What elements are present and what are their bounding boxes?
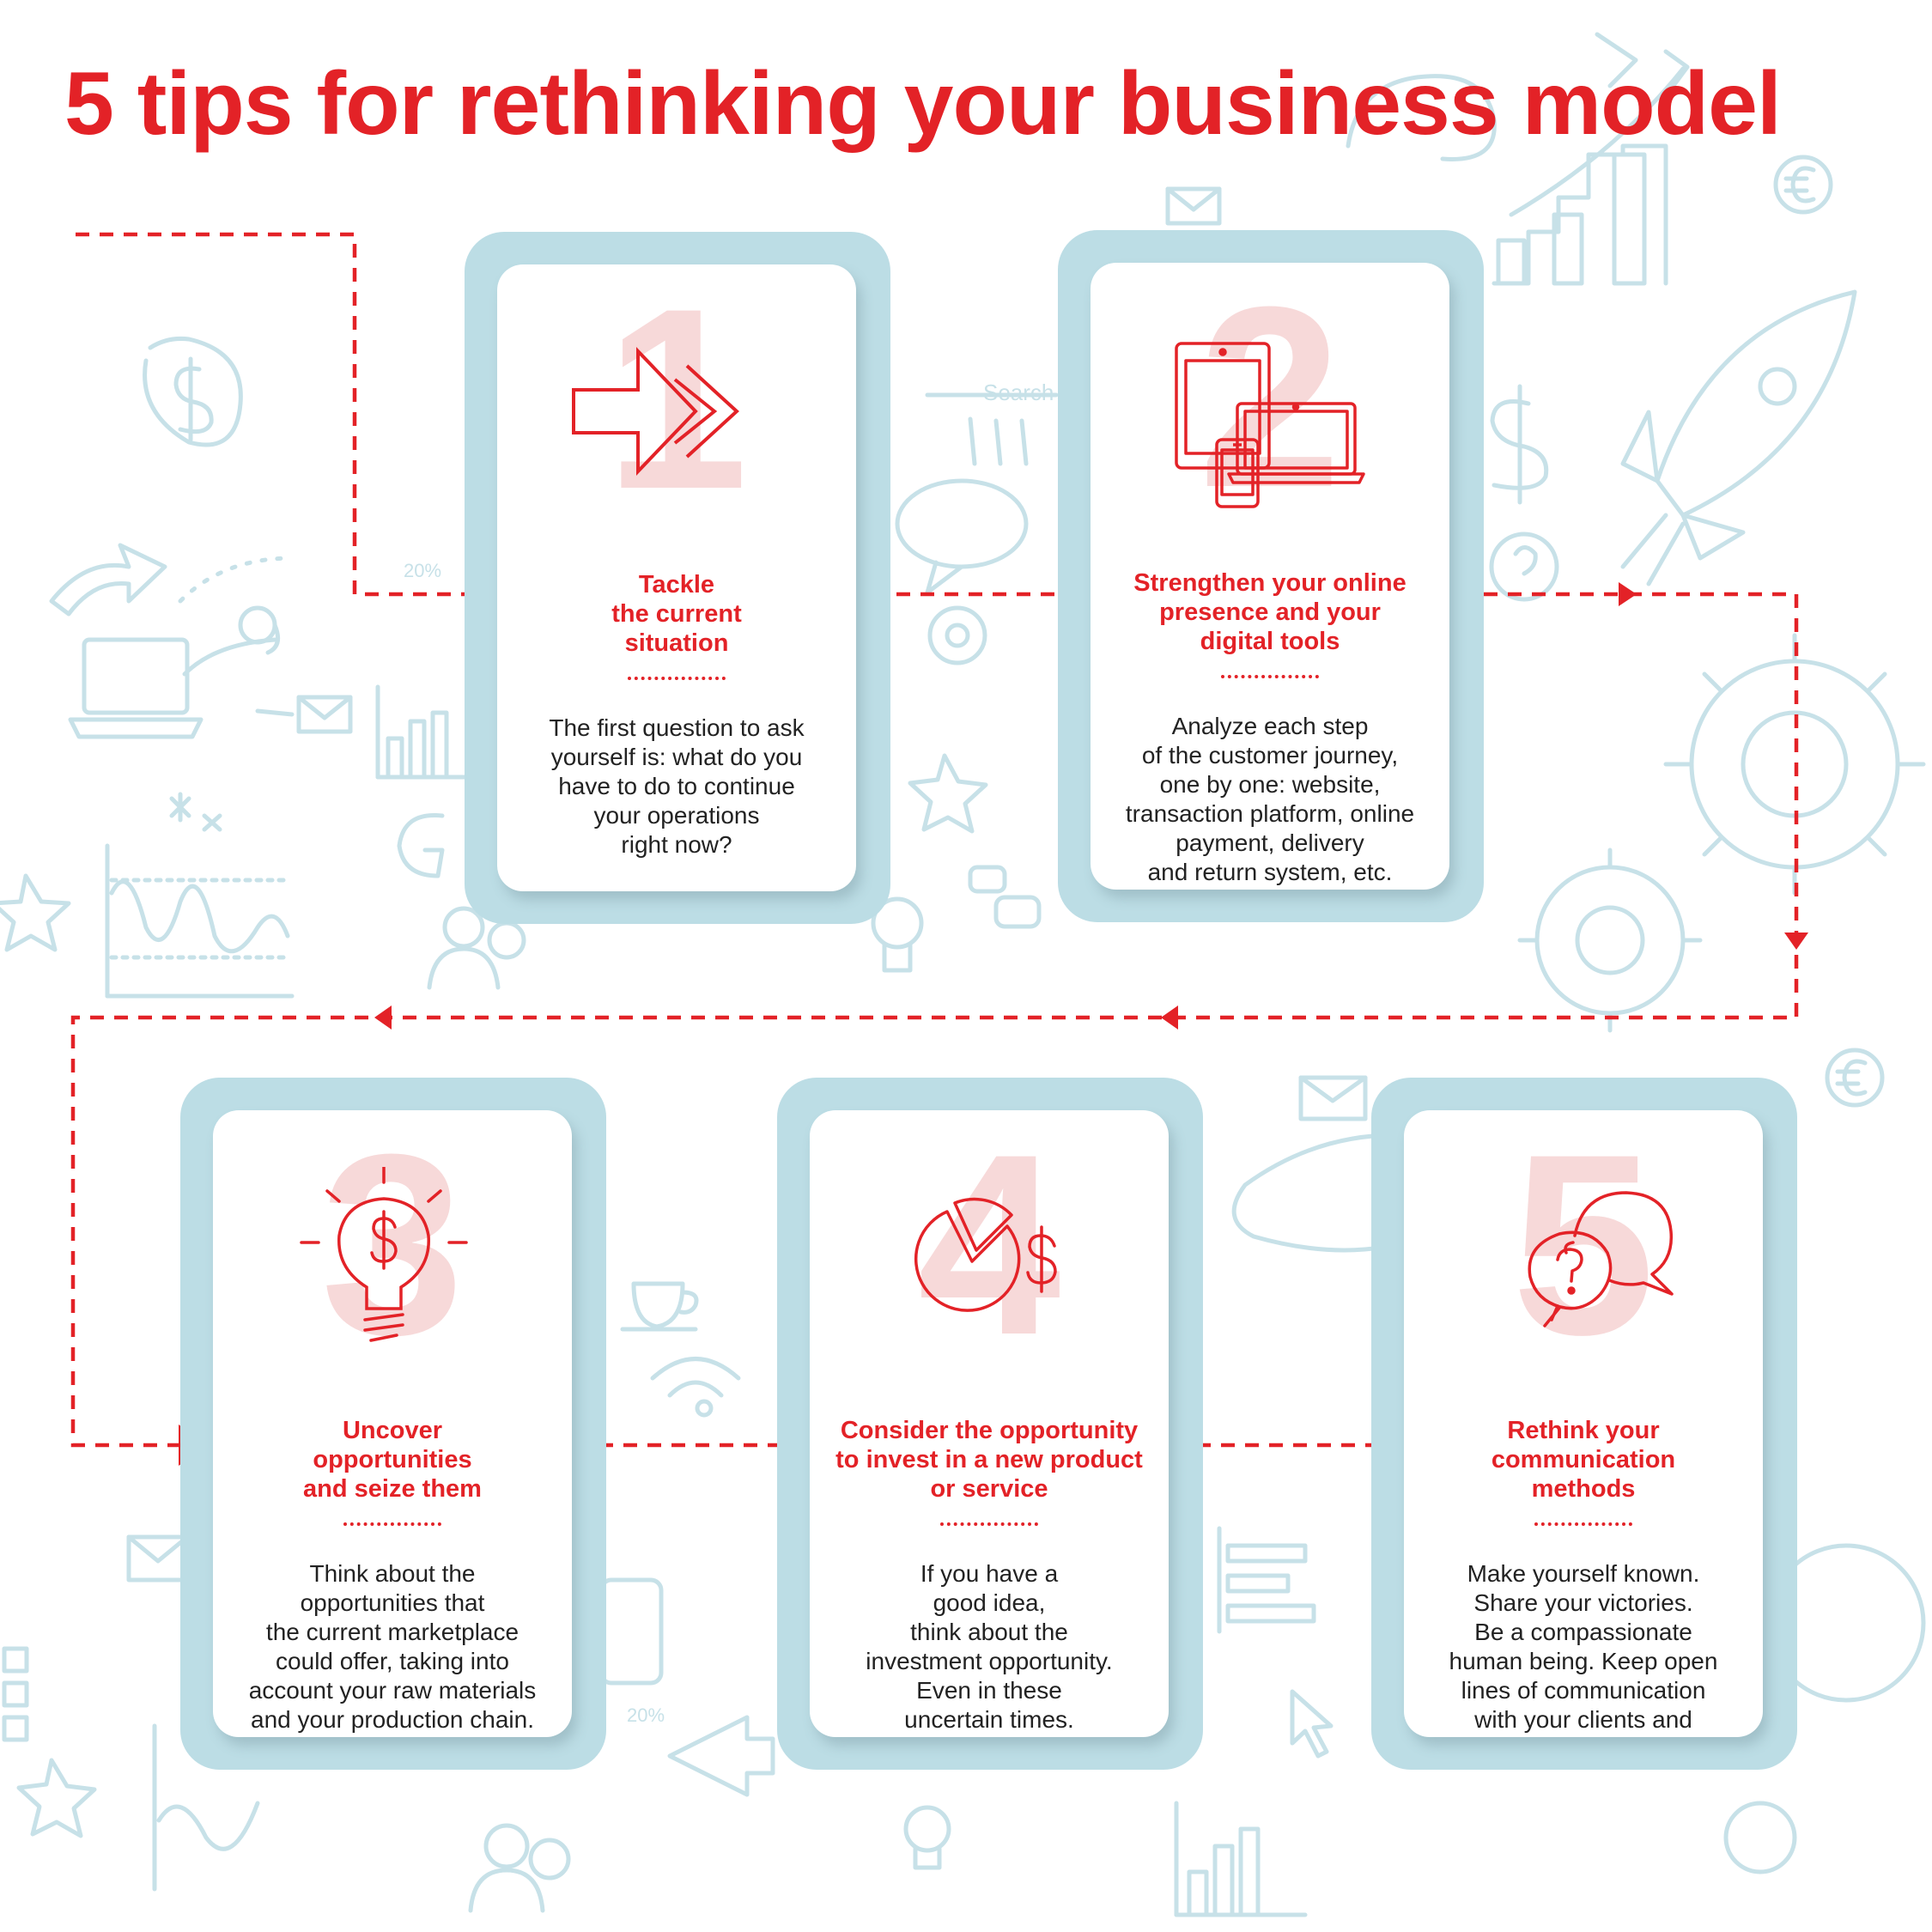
circle-doodle <box>1723 1801 1797 1874</box>
page-title: 5 tips for rethinking your business mode… <box>64 54 1782 154</box>
coffee-cup-doodle-icon <box>620 1281 699 1332</box>
laptop-doodle-icon <box>68 637 204 739</box>
euro-doodle-icon <box>1773 155 1885 1108</box>
arrowhead-icon <box>374 1005 392 1030</box>
search-doodle-label: Search <box>983 380 1054 405</box>
double-arrow-icon <box>572 347 739 476</box>
percent-doodle-label: 20% <box>627 1704 665 1726</box>
tip-card-3: 3 Uncover opportunities and seize them T… <box>180 1078 606 1770</box>
tip-card-5: 5 Rethink your communication methods Mak… <box>1371 1078 1797 1770</box>
dollar-lightbulb-icon <box>300 1167 468 1342</box>
percent-doodle-label: 20% <box>404 560 441 581</box>
speech-bubbles-question-icon <box>1528 1191 1674 1327</box>
pie-chart-dollar-icon <box>914 1197 1057 1312</box>
horizontal-bar-doodle-icon <box>1217 1526 1316 1634</box>
arrowhead-icon <box>1161 1005 1178 1030</box>
tip-card-panel: 2 Strengthen your online presence and yo… <box>1091 263 1449 890</box>
dotted-divider <box>1534 1522 1632 1526</box>
dotted-divider <box>343 1522 441 1526</box>
dotted-divider <box>940 1522 1038 1526</box>
left-arrow-doodle-icon <box>667 1715 775 1797</box>
small-gear-doodle-icon <box>927 605 987 665</box>
tip-description: Think about the opportunities that the c… <box>248 1560 537 1733</box>
bar-chart-doodle-icon <box>375 684 471 780</box>
envelope-doodle-icon <box>255 695 353 734</box>
tip-title: Strengthen your online presence and your… <box>1133 569 1406 655</box>
g-letter-doodle-icon <box>397 812 445 878</box>
tip-title: Tackle the current situation <box>611 571 742 657</box>
line-chart-doodle-icon <box>152 1723 260 1892</box>
at-sign-doodle-icon <box>238 605 281 655</box>
cursor-doodle-icon <box>1290 1689 1334 1759</box>
tip-card-panel: 1 Tackle the current situation The first… <box>497 264 856 891</box>
dotted-divider <box>1221 675 1319 678</box>
lightbulb-doodle-icon <box>903 1805 951 1870</box>
tip-card-panel: 4 Consider the opportunity to invest in … <box>810 1110 1169 1737</box>
envelope-doodle-icon <box>1165 186 1222 226</box>
tip-description: Make yourself known. Share your victorie… <box>1449 1560 1718 1737</box>
line-chart-doodle-icon <box>105 843 295 999</box>
tip-title: Uncover opportunities and seize them <box>303 1417 482 1503</box>
dollar-doodle-icon <box>1490 384 1549 505</box>
lightbulb-doodle-icon <box>871 896 924 973</box>
people-doodle-icon <box>468 1823 571 1913</box>
upward-arrow-doodle-icon <box>1346 32 1638 161</box>
star-doodle-icon <box>908 753 988 834</box>
head-question-doodle-icon <box>1489 532 1559 602</box>
rocket-doodle-icon <box>1620 289 1857 586</box>
arrowhead-icon <box>1619 582 1637 606</box>
search-doodle: Search <box>925 380 1059 466</box>
star-doodle-icon <box>0 873 71 952</box>
sparkle-doodle-icon <box>169 792 222 832</box>
tip-card-panel: 3 Uncover opportunities and seize them T… <box>213 1110 572 1737</box>
connector-2-right <box>70 592 1799 1448</box>
dollar-coin-doodle-icon <box>143 337 243 447</box>
arrowhead-icon <box>1784 933 1808 950</box>
tip-card-4: 4 Consider the opportunity to invest in … <box>777 1078 1203 1770</box>
chat-doodle-icon <box>968 865 1042 929</box>
wifi-doodle-icon <box>650 1357 741 1418</box>
tip-number-watermark: 5 <box>1511 1110 1656 1388</box>
star-doodle-icon <box>16 1758 97 1838</box>
tip-description: The first question to ask yourself is: w… <box>549 714 805 858</box>
envelope-doodle-icon <box>1298 1075 1368 1121</box>
tip-card-1: 1 Tackle the current situation The first… <box>465 232 890 924</box>
tip-title: Rethink your communication methods <box>1491 1417 1676 1503</box>
checklist-doodle-icon <box>2 1646 29 1742</box>
tip-title: Consider the opportunity to invest in a … <box>835 1417 1143 1503</box>
tip-description: Analyze each step of the customer journe… <box>1125 713 1415 885</box>
medium-gear-doodle-icon <box>1517 848 1703 1033</box>
dotted-divider <box>628 677 726 680</box>
tip-card-panel: 5 Rethink your communication methods Mak… <box>1404 1110 1763 1737</box>
tip-description: If you have a good idea, think about the… <box>866 1560 1113 1733</box>
devices-icon <box>1175 342 1365 508</box>
tip-card-2: 2 Strengthen your online presence and yo… <box>1058 230 1484 922</box>
connector-start <box>76 232 471 597</box>
bar-chart-doodle-icon <box>1492 49 1690 286</box>
bar-chart-doodle-icon <box>1174 1801 1308 1917</box>
